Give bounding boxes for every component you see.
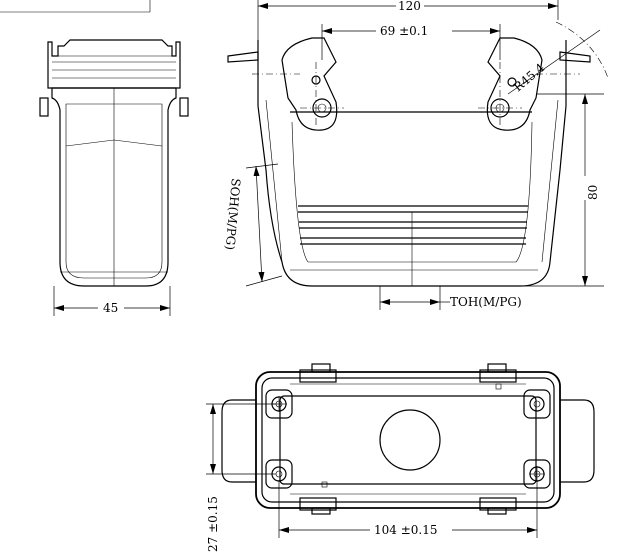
dimension-side-width: 45 (103, 301, 118, 315)
dimension-base-length: 104 ±0.15 (374, 523, 438, 537)
bottom-view: 27 ±0.15 104 ±0.15 (206, 363, 595, 552)
dimension-side-entry: SOH(M/PG) (223, 178, 243, 251)
title-frame (0, 0, 151, 13)
dimension-hole-spacing: 69 ±0.1 (380, 24, 428, 38)
side-view: 45 (39, 39, 189, 316)
dimension-height-80: 80 (586, 185, 600, 200)
dimension-base-width: 27 ±0.15 (206, 496, 220, 552)
front-view: 120 69 ±0.1 R45.4 80 SOH(M/PG) TOH(M/PG) (223, 0, 609, 310)
dimension-width-120: 120 (398, 0, 421, 13)
dimension-front-entry: TOH(M/PG) (450, 295, 522, 309)
dimension-radius: R45.4 (511, 60, 548, 94)
